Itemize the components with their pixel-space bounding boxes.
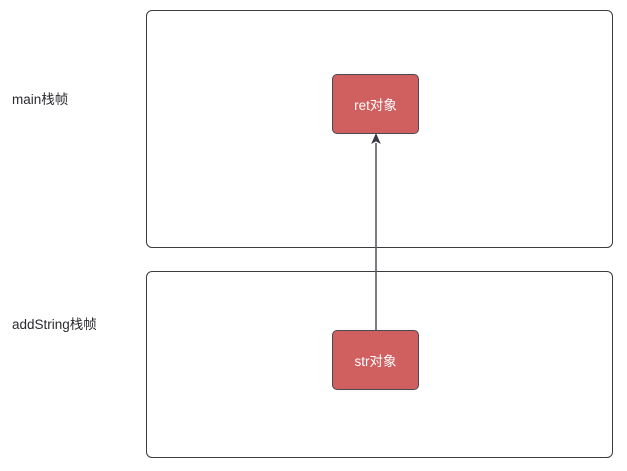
object-box-str: str对象 xyxy=(332,330,419,390)
stack-frame-addstring-label: addString栈帧 xyxy=(12,317,97,332)
object-box-ret-label: ret对象 xyxy=(354,98,397,113)
stack-frame-main-label: main栈帧 xyxy=(12,92,69,107)
object-box-ret: ret对象 xyxy=(332,74,419,134)
object-box-str-label: str对象 xyxy=(354,354,397,369)
